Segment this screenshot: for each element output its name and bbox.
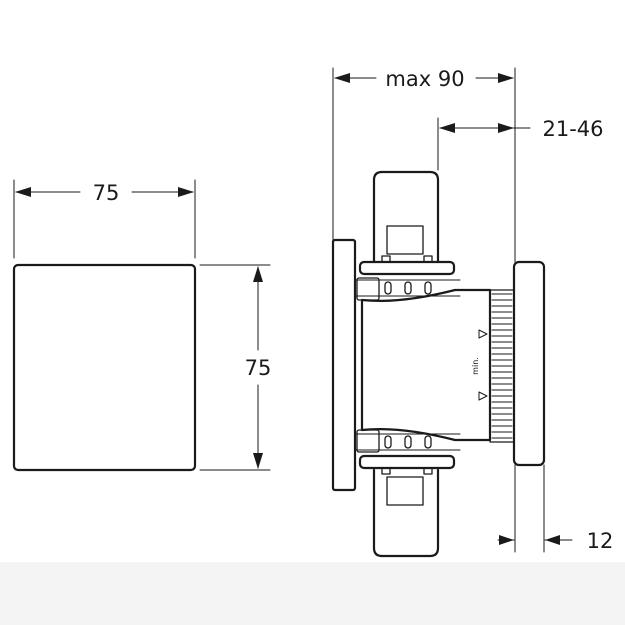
thread-section (489, 289, 515, 443)
cover-thickness-arrow-left (499, 535, 514, 545)
bottom-band (0, 562, 625, 625)
marker-triangle-top (478, 329, 488, 339)
max-depth-arrow-right (498, 73, 514, 83)
bottom-tube-window (386, 476, 424, 506)
upper-collar-bolts (381, 255, 433, 263)
dimension-max-depth: max 90 (332, 67, 516, 489)
side-view: min. (331, 170, 546, 558)
front-width-label: 75 (93, 181, 120, 205)
front-height-arrow-bottom (253, 453, 263, 469)
lower-clip-row (354, 429, 461, 453)
lower-collar (358, 454, 456, 470)
wall-range-label: 21-46 (542, 117, 603, 141)
upper-clip-row (354, 277, 461, 301)
min-marking: min. (471, 357, 480, 375)
dimension-cover-thickness: 12 (497, 464, 614, 553)
bottom-tube (372, 468, 440, 558)
cover-thickness-label: 12 (587, 529, 614, 553)
lower-collar-bolts (381, 467, 433, 475)
wall-range-arrow-right (498, 123, 514, 133)
front-height-label: 75 (245, 356, 272, 380)
top-tube-window (386, 225, 424, 255)
front-view: 75 75 (12, 179, 272, 472)
wall-range-arrow-left (439, 123, 455, 133)
max-depth-label: max 90 (385, 67, 464, 91)
marker-triangle-bottom (478, 391, 488, 401)
mounting-flange (331, 238, 357, 492)
max-depth-arrow-left (334, 73, 350, 83)
front-width-arrow-right (178, 187, 194, 197)
front-width-arrow-left (15, 187, 31, 197)
dimension-wall-range: 21-46 (437, 117, 604, 171)
front-height-arrow-top (253, 266, 263, 282)
cover-cap (512, 260, 546, 467)
top-tube (372, 170, 440, 264)
front-cover-plate (12, 263, 197, 472)
upper-collar (358, 260, 456, 276)
cover-thickness-arrow-right (545, 535, 560, 545)
